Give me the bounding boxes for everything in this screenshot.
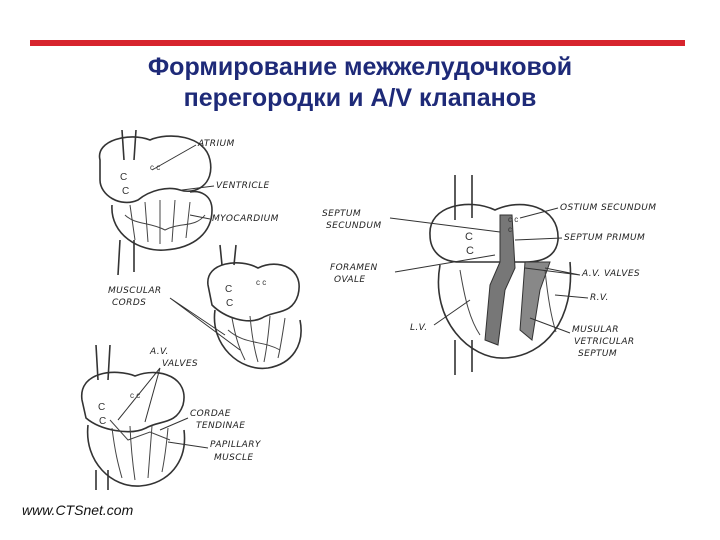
label-rv: R.V. bbox=[590, 293, 609, 303]
svg-text:C: C bbox=[120, 172, 127, 183]
svg-text:C: C bbox=[225, 284, 232, 295]
label-papillary-line1: PAPILLARY bbox=[210, 440, 262, 450]
leader-lines bbox=[117, 144, 589, 449]
svg-text:C: C bbox=[226, 298, 233, 309]
label-muscular-septum-line3: SEPTUM bbox=[578, 349, 617, 359]
label-muscular-cords-line1: MUSCULAR bbox=[108, 286, 162, 296]
heart-drawing-4: C C c c c bbox=[429, 175, 572, 375]
svg-text:C: C bbox=[466, 245, 474, 257]
slide-title: Формирование межжелудочковой перегородки… bbox=[60, 52, 660, 114]
svg-text:c: c bbox=[508, 225, 512, 234]
svg-text:c c: c c bbox=[256, 278, 266, 287]
label-lv: L.V. bbox=[410, 323, 427, 333]
label-septum-secundum-line2: SECUNDUM bbox=[326, 221, 382, 231]
label-foramen-ovale-line1: FORAMEN bbox=[330, 263, 378, 273]
label-muscular-cords-line2: CORDS bbox=[112, 298, 146, 308]
label-chordae-line2: TENDINAE bbox=[196, 421, 245, 431]
svg-text:C: C bbox=[122, 186, 129, 197]
label-chordae-line1: CORDAE bbox=[190, 409, 231, 419]
heart-drawing-1: C C c c bbox=[98, 129, 213, 276]
svg-text:C: C bbox=[99, 416, 106, 427]
label-septum-primum: SEPTUM PRIMUM bbox=[564, 233, 645, 243]
label-papillary-line2: MUSCLE bbox=[214, 453, 253, 463]
label-av-valves-left-line1: A.V. bbox=[149, 347, 169, 357]
svg-text:c c: c c bbox=[508, 215, 518, 224]
label-ventricle: VENTRICLE bbox=[216, 181, 270, 191]
label-atrium: ATRIUM bbox=[197, 139, 235, 149]
diagram-labels: ATRIUM VENTRICLE MYOCARDIUM MUSCULAR COR… bbox=[108, 139, 656, 463]
top-accent-rule bbox=[30, 40, 685, 46]
label-ostium-secundum: OSTIUM SECUNDUM bbox=[560, 203, 656, 213]
title-line-1: Формирование межжелудочковой bbox=[147, 53, 573, 81]
label-muscular-septum-line2: VETRICULAR bbox=[574, 337, 635, 347]
label-myocardium: MYOCARDIUM bbox=[212, 214, 279, 224]
label-muscular-septum-line1: MUSULAR bbox=[572, 325, 619, 335]
svg-text:c c: c c bbox=[130, 391, 140, 400]
label-av-valves-left-line2: VALVES bbox=[162, 359, 198, 369]
title-line-2: перегородки и A/V клапанов bbox=[183, 84, 537, 112]
svg-text:C: C bbox=[465, 231, 473, 243]
heart-drawing-2: C C c c bbox=[207, 244, 302, 370]
footer-source: www.CTSnet.com bbox=[22, 502, 134, 518]
label-av-valves-right: A.V. VALVES bbox=[581, 269, 640, 279]
heart-drawing-3: C C c c bbox=[81, 344, 186, 490]
svg-text:C: C bbox=[98, 402, 105, 413]
label-septum-secundum-line1: SEPTUM bbox=[322, 209, 361, 219]
svg-text:c c: c c bbox=[150, 163, 160, 172]
label-foramen-ovale-line2: OVALE bbox=[334, 275, 366, 285]
